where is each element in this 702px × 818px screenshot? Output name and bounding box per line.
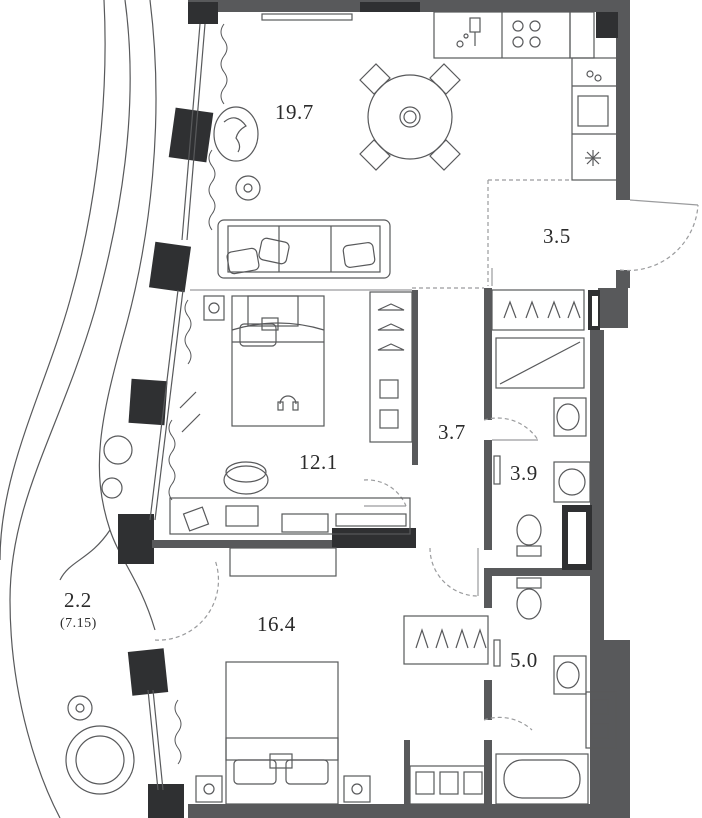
plant-icon [101, 435, 133, 499]
room-area-bathroom-1: 3.9 [510, 461, 538, 485]
outer-walls [188, 0, 630, 818]
room-sub-area-balcony: (7.15) [60, 616, 97, 631]
room-area-kitchen-living: 19.7 [275, 100, 314, 124]
towel-rail-2 [493, 639, 501, 667]
washer [553, 461, 591, 503]
drops-icon [586, 70, 602, 82]
room-area-corridor: 3.7 [438, 420, 466, 444]
toilet-1 [516, 514, 542, 557]
hall-closet [491, 289, 585, 331]
room-area-balcony: 2.2 [64, 588, 92, 612]
headphones-icon [277, 395, 299, 411]
towel-rail [493, 455, 501, 485]
drawers [409, 765, 487, 805]
bathtub [495, 753, 589, 805]
room-area-hall-entry: 3.5 [543, 224, 571, 248]
wardrobe-1 [369, 291, 413, 443]
snowflake-icon [585, 150, 601, 166]
laundry-shelf [585, 691, 617, 749]
faucet-icon [456, 17, 481, 48]
cooktop-icon [512, 20, 541, 48]
partitions [154, 179, 699, 731]
nightstand-3 [343, 775, 371, 803]
room-area-bedroom-1: 12.1 [299, 450, 338, 474]
closet-bedroom-2 [403, 615, 489, 665]
curtains [168, 23, 228, 765]
sink-1 [553, 397, 587, 437]
dining-table [359, 63, 461, 171]
room-area-bedroom-2: 16.4 [257, 612, 296, 636]
toilet-2 [516, 577, 542, 620]
pet-bowl [235, 175, 261, 201]
dumbbell-icon [179, 391, 201, 433]
chair [223, 461, 269, 495]
side-table [67, 695, 93, 721]
dog-icon [213, 106, 259, 162]
shower [495, 337, 585, 389]
armchair [65, 725, 135, 795]
bed-2 [225, 661, 339, 805]
sink-2 [553, 655, 587, 695]
bed-1 [231, 295, 325, 427]
tv-stand [229, 547, 337, 577]
sofa [217, 219, 391, 279]
window-frames [118, 2, 618, 818]
interior-walls [152, 288, 600, 810]
desk [169, 497, 411, 535]
room-area-bathroom-2: 5.0 [510, 648, 538, 672]
glazing [147, 23, 206, 791]
nightstand [203, 295, 225, 321]
kitchen-counter [261, 11, 619, 181]
nightstand-2 [195, 775, 223, 803]
